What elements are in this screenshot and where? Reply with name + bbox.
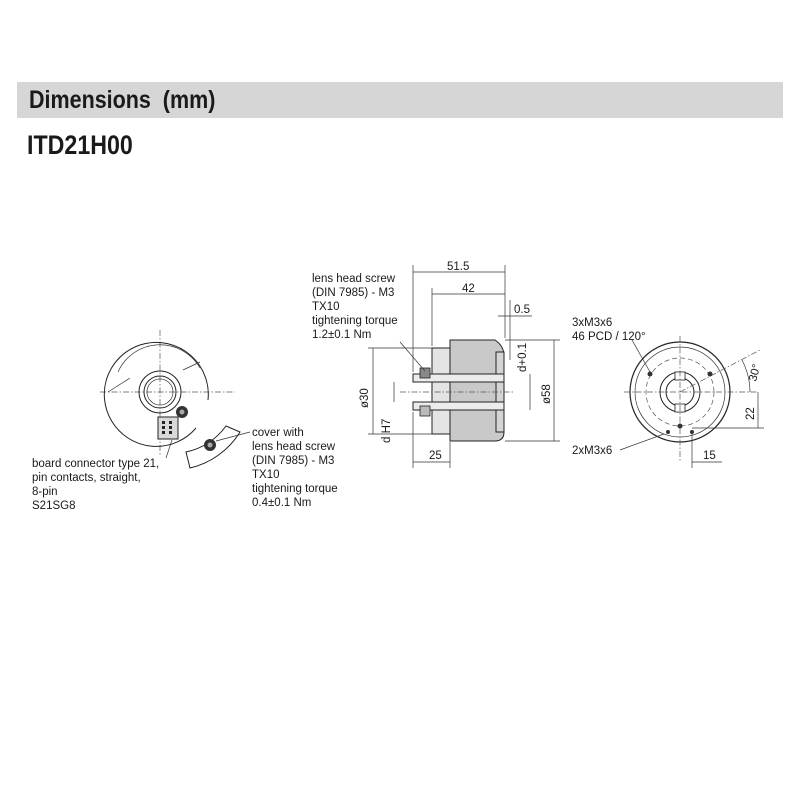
cover-screw-head [207, 442, 213, 448]
cover-leader [215, 431, 251, 442]
board-connector [157, 416, 179, 440]
front-30deg-line [679, 349, 761, 393]
dim-42-label: 42 [462, 283, 475, 295]
connector-screw-head [179, 409, 185, 415]
holes-bottom-leader [619, 433, 665, 451]
cover-outline [185, 425, 241, 469]
dim-dia30-label: ø30 [359, 388, 371, 408]
lens-screw-leader [399, 341, 426, 372]
dim-30deg-label: 30° [747, 363, 763, 383]
note-lens-screw: lens head screw (DIN 7985) - M3 TX10 tig… [312, 273, 401, 341]
note-board-connector: board connector type 21, pin contacts, s… [32, 458, 162, 512]
shaft-lower [412, 401, 505, 411]
dim-0-5-label: 0.5 [514, 304, 530, 316]
dim-d-plus-label: d+0.1 [517, 343, 529, 372]
note-cover: cover with lens head screw (DIN 7985) - … [252, 427, 341, 509]
holes-top-leader [631, 339, 651, 373]
connector-pins [162, 421, 172, 434]
dim-30deg-arc [741, 359, 751, 393]
dim-dh7-label: d H7 [381, 419, 393, 443]
rear-view-edges [107, 361, 201, 393]
dim-22-label: 22 [745, 407, 757, 420]
section-header-band: Dimensions (mm) [17, 82, 783, 118]
cover-view [185, 425, 251, 469]
connector-leader [165, 439, 173, 459]
model-number: ITD21H00 [27, 130, 133, 160]
side-view: 51.5 42 0.5 d+0.1 ø58 ø30 d H7 25 [359, 261, 560, 468]
section-title: Dimensions (mm) [29, 86, 216, 114]
dim-51-5-label: 51.5 [447, 261, 469, 273]
note-holes-bottom: 2xM3x6 [572, 445, 612, 457]
front-view: 30° 22 15 [619, 336, 764, 468]
lower-screw [419, 405, 431, 417]
note-holes-top: 3xM3x6 46 PCD / 120° [572, 317, 646, 343]
dim-dia58-label: ø58 [541, 384, 553, 404]
front-mounting-holes [647, 371, 713, 434]
rear-view-hub-outer [138, 370, 182, 414]
rear-view-hub-inner [143, 375, 177, 409]
rear-view-bore [146, 378, 174, 406]
lens-head-screw [419, 367, 431, 379]
rear-view-inner-ring [117, 344, 201, 373]
clamp-ring [431, 347, 451, 435]
rear-view-housing [103, 341, 209, 447]
shaft-upper [412, 373, 505, 383]
dim-15-label: 15 [703, 450, 716, 462]
dim-25-label: 25 [429, 450, 442, 462]
rear-view [100, 330, 235, 459]
